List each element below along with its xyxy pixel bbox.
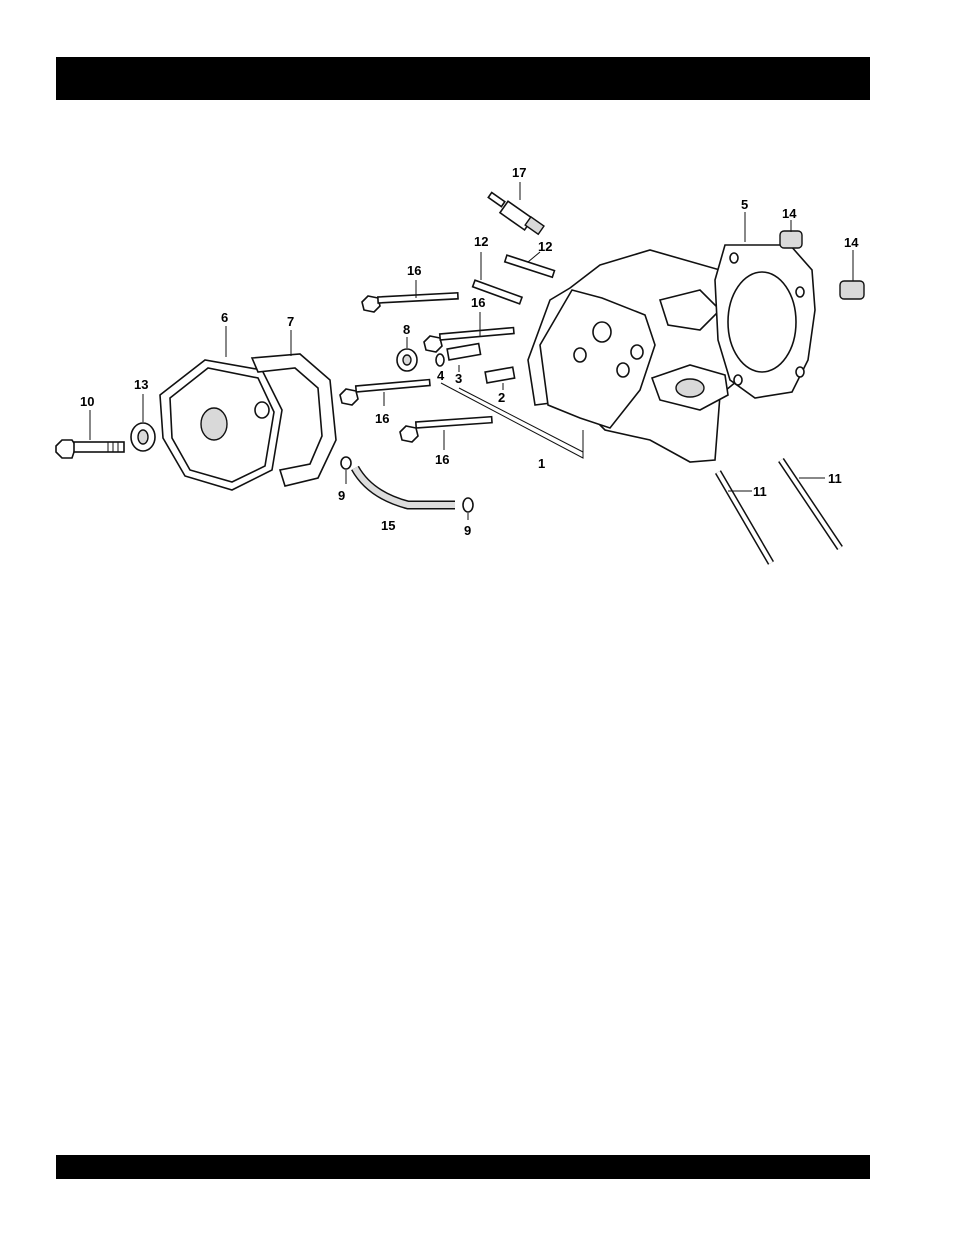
part-2-valve-guide xyxy=(485,367,514,383)
part-10-bolt xyxy=(56,440,124,458)
part-17-spark-plug xyxy=(488,193,544,235)
part-8-grommet xyxy=(397,349,417,371)
callout-5: 5 xyxy=(741,197,748,212)
part-3-valve-guide xyxy=(447,344,480,360)
callout-16-left: 16 xyxy=(375,411,389,426)
callout-6: 6 xyxy=(221,310,228,325)
callout-12-left: 12 xyxy=(474,234,488,249)
callout-14-right: 14 xyxy=(844,235,859,250)
callout-9-right: 9 xyxy=(464,523,471,538)
callout-9-left: 9 xyxy=(338,488,345,503)
callout-16-mid: 16 xyxy=(471,295,485,310)
part-14-dowel-right xyxy=(840,281,864,299)
callout-14-left: 14 xyxy=(782,206,797,221)
callout-10: 10 xyxy=(80,394,94,409)
part-15-hose xyxy=(355,468,455,505)
callout-17: 17 xyxy=(512,165,526,180)
part-16-bolt-left xyxy=(340,380,430,405)
callout-8: 8 xyxy=(403,322,410,337)
callout-2: 2 xyxy=(498,390,505,405)
callout-11-right: 11 xyxy=(828,471,842,486)
part-6-head-cover xyxy=(160,360,282,490)
callout-13: 13 xyxy=(134,377,148,392)
part-14-dowel-left xyxy=(780,231,802,248)
callout-4: 4 xyxy=(437,368,445,383)
callout-3: 3 xyxy=(455,371,462,386)
part-5-head-gasket xyxy=(715,245,815,398)
part-9-clip-right xyxy=(463,498,473,512)
callout-1: 1 xyxy=(538,456,545,471)
callout-15: 15 xyxy=(381,518,395,533)
callout-16-low: 16 xyxy=(435,452,449,467)
callout-11-left: 11 xyxy=(753,484,767,499)
part-4-clip xyxy=(436,354,444,366)
callout-7: 7 xyxy=(287,314,294,329)
part-9-clip-left xyxy=(341,457,351,469)
callout-16-top: 16 xyxy=(407,263,421,278)
part-16-bolt-low xyxy=(400,417,492,442)
callout-12-right: 12 xyxy=(538,239,552,254)
part-16-bolt-top xyxy=(362,293,458,312)
part-12-stud-right xyxy=(505,255,555,277)
footer-bar xyxy=(56,1155,870,1179)
part-13-washer xyxy=(131,423,155,451)
